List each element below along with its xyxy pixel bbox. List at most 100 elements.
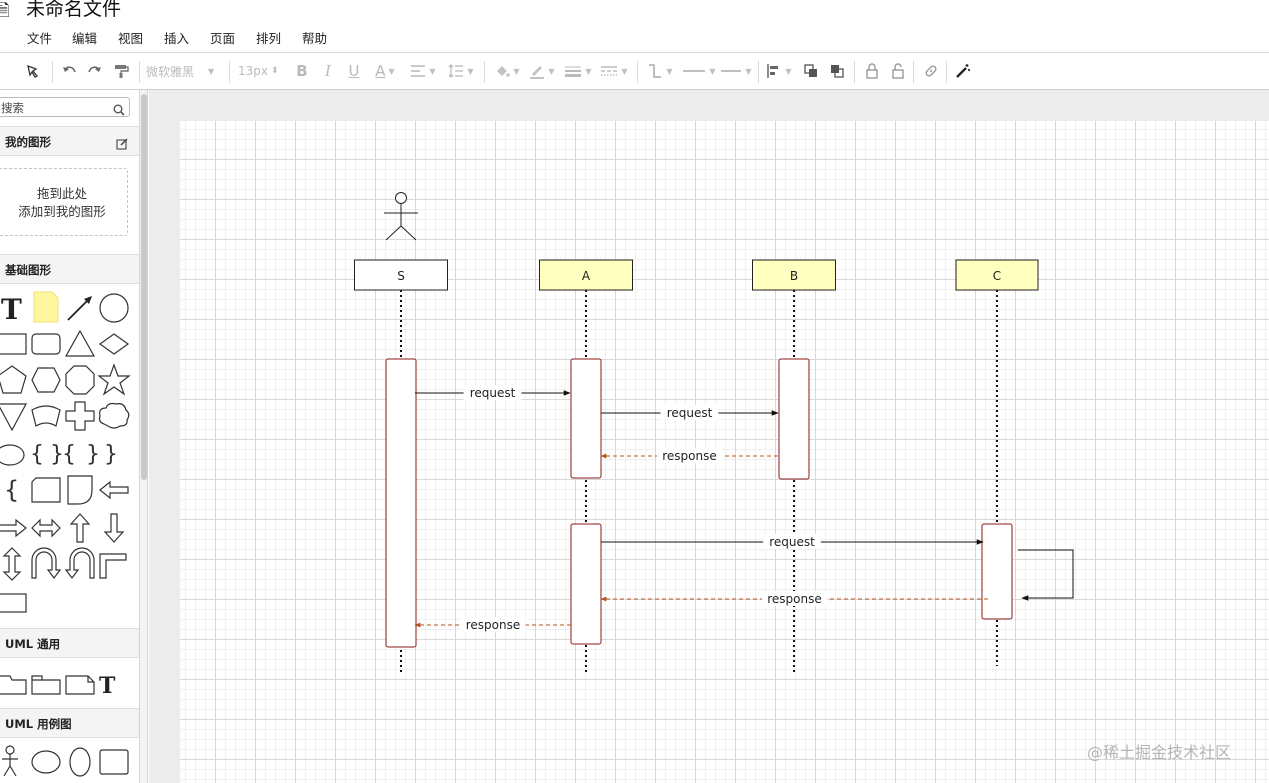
scrollbar-thumb[interactable] <box>141 94 147 480</box>
document-shape-icon[interactable] <box>28 472 64 508</box>
menu-edit[interactable]: 编辑 <box>72 31 98 46</box>
fill-color-icon[interactable]: ▼ <box>490 53 524 89</box>
document-title[interactable]: 未命名文件 <box>26 0 122 20</box>
link-icon[interactable] <box>920 53 942 89</box>
hexagon-shape-icon[interactable] <box>28 362 64 398</box>
my-shapes-drop-zone[interactable]: 拖到此处 添加到我的图形 <box>0 168 128 236</box>
participant-box-a[interactable] <box>539 259 633 291</box>
align-left-icon[interactable]: ▼ <box>764 53 794 89</box>
tape-shape-icon[interactable] <box>62 472 98 508</box>
u-turn-arrow-left-icon[interactable] <box>62 546 98 582</box>
line-color-icon[interactable]: ▼ <box>526 53 558 89</box>
activation-bar[interactable] <box>778 358 810 480</box>
octagon-shape-icon[interactable] <box>62 362 98 398</box>
menu-view[interactable]: 视图 <box>118 31 144 46</box>
unlock-icon[interactable] <box>887 53 909 89</box>
magic-wand-icon[interactable] <box>952 53 974 89</box>
search-icon[interactable] <box>113 101 125 120</box>
vertical-double-arrow-icon[interactable] <box>0 546 32 582</box>
text-shape-icon[interactable]: T <box>0 290 32 326</box>
self-call-arrow[interactable] <box>1018 549 1074 601</box>
actor-shape-icon[interactable] <box>0 744 32 780</box>
pentagon-shape-icon[interactable] <box>0 362 32 398</box>
process-shape-icon[interactable] <box>0 584 32 620</box>
font-color-icon[interactable]: A▼ <box>375 62 395 80</box>
connector-style-icon[interactable]: ▼ <box>644 53 676 89</box>
message-label[interactable]: response <box>466 618 521 632</box>
message-label[interactable]: request <box>769 535 815 549</box>
line-dash-icon[interactable]: ▼ <box>598 53 630 89</box>
right-brace-icon[interactable]: } <box>96 434 132 470</box>
activation-bar[interactable] <box>570 358 602 479</box>
left-arrow-shape-icon[interactable] <box>96 472 132 508</box>
package-shape-icon[interactable] <box>0 666 32 702</box>
right-arrow-shape-icon[interactable] <box>0 510 32 546</box>
message-label[interactable]: response <box>662 449 717 463</box>
line-width-icon[interactable]: ▼ <box>562 53 594 89</box>
funnel-shape-icon[interactable] <box>0 398 32 434</box>
participant-box-b[interactable] <box>752 259 836 291</box>
search-input[interactable] <box>1 100 106 115</box>
line-end-icon[interactable]: ▼ <box>718 53 754 89</box>
down-arrow-shape-icon[interactable] <box>96 510 132 546</box>
vertical-ellipse-icon[interactable] <box>62 744 98 780</box>
line-start-icon[interactable]: ▼ <box>680 53 718 89</box>
line-spacing-icon[interactable]: ▼ <box>444 53 478 89</box>
u-turn-arrow-icon[interactable] <box>28 546 64 582</box>
paint-roller-icon[interactable] <box>110 53 132 89</box>
star-shape-icon[interactable] <box>96 362 132 398</box>
cloud-shape-icon[interactable] <box>96 398 132 434</box>
menu-file[interactable]: 文件 <box>27 31 53 46</box>
cross-shape-icon[interactable] <box>62 398 98 434</box>
note-uml-shape-icon[interactable] <box>62 666 98 702</box>
circle-shape-icon[interactable] <box>96 290 132 326</box>
section-my-shapes[interactable]: 我的图形 <box>0 126 139 156</box>
participant-box-s[interactable] <box>354 259 448 291</box>
format-painter-icon[interactable] <box>22 53 44 89</box>
message-label[interactable]: request <box>470 386 516 400</box>
diamond-shape-icon[interactable] <box>96 326 132 362</box>
menu-insert[interactable]: 插入 <box>164 31 190 46</box>
section-basic-shapes[interactable]: 基础图形 <box>0 254 139 284</box>
activation-bar[interactable] <box>981 523 1013 620</box>
bring-to-front-icon[interactable] <box>800 53 822 89</box>
font-size-input[interactable]: 13px⬍ <box>238 53 284 89</box>
edit-icon[interactable] <box>116 135 128 154</box>
sidebar-scrollbar[interactable] <box>140 90 148 783</box>
curly-brace-icon[interactable]: { <box>0 472 32 508</box>
brace-pair-icon[interactable]: {} <box>62 434 98 470</box>
send-to-back-icon[interactable] <box>826 53 848 89</box>
message-label[interactable]: response <box>767 592 822 606</box>
italic-icon[interactable]: I <box>325 62 331 80</box>
usecase-ellipse-icon[interactable] <box>28 744 64 780</box>
activation-bar[interactable] <box>385 358 417 648</box>
redo-icon[interactable] <box>84 53 106 89</box>
rounded-rect-shape-icon[interactable] <box>28 326 64 362</box>
message-label[interactable]: request <box>667 406 713 420</box>
double-arrow-shape-icon[interactable] <box>28 510 64 546</box>
left-brace-icon[interactable]: {} <box>28 434 64 470</box>
section-uml-usecase[interactable]: UML 用例图 <box>0 708 139 738</box>
undo-icon[interactable] <box>58 53 80 89</box>
bold-icon[interactable]: B <box>296 62 308 80</box>
menu-arrange[interactable]: 排列 <box>256 31 282 46</box>
lock-icon[interactable] <box>861 53 883 89</box>
triangle-shape-icon[interactable] <box>62 326 98 362</box>
activation-bar[interactable] <box>570 523 602 645</box>
align-text-icon[interactable]: ▼ <box>406 53 440 89</box>
text-uml-icon[interactable]: T <box>96 666 132 702</box>
corner-arrow-icon[interactable] <box>96 546 132 582</box>
participant-box-c[interactable] <box>955 259 1039 291</box>
menu-help[interactable]: 帮助 <box>302 31 328 46</box>
note-shape-icon[interactable] <box>28 290 64 326</box>
rectangle-shape-icon[interactable] <box>0 326 32 362</box>
underline-icon[interactable]: U <box>348 62 360 80</box>
system-boundary-icon[interactable] <box>96 744 132 780</box>
banner-shape-icon[interactable] <box>28 398 64 434</box>
font-family-select[interactable]: 微软雅黑▼ <box>146 53 222 89</box>
menu-page[interactable]: 页面 <box>210 31 236 46</box>
section-uml-general[interactable]: UML 通用 <box>0 628 139 658</box>
